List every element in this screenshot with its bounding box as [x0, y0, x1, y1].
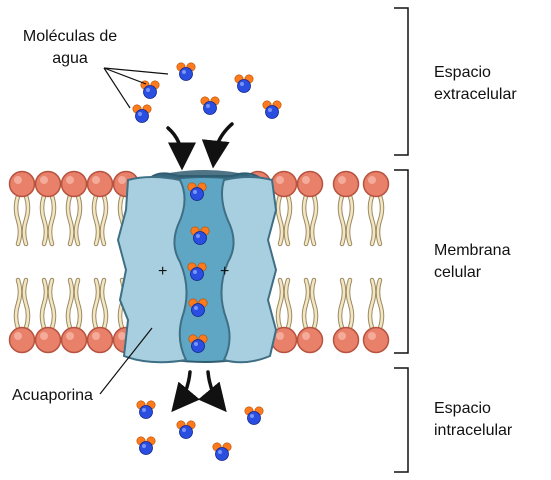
water-molecule-icon: [136, 436, 156, 455]
bracket-icon: [394, 7, 409, 156]
phospholipid-head: [34, 326, 62, 354]
water-molecule-icon: [212, 442, 232, 461]
phospholipid-head: [362, 326, 390, 354]
phospholipid-head: [60, 170, 88, 198]
phospholipid-head: [296, 170, 324, 198]
phospholipid-head: [8, 326, 36, 354]
phospholipid-head: [270, 170, 298, 198]
leader-lines: [99, 67, 169, 395]
water-molecule-icon: [262, 100, 282, 119]
extracellular-space-label: Espacio extracelular: [434, 64, 517, 103]
water-molecule-icon: [187, 262, 207, 281]
bracket-icon: [394, 367, 409, 473]
phospholipid-head: [8, 170, 36, 198]
aquaporin-label: Acuaporina: [12, 387, 93, 404]
water-molecule-icon: [188, 334, 208, 353]
charge-left: +: [158, 263, 167, 280]
phospholipid-head: [332, 170, 360, 198]
aquaporin-left-subunit: [116, 176, 188, 364]
charge-right: +: [220, 263, 229, 280]
brackets: [394, 7, 409, 473]
phospholipid-head: [34, 170, 62, 198]
bracket-icon: [394, 169, 409, 354]
water-molecule-icon: [188, 298, 208, 317]
phospholipid-head: [60, 326, 88, 354]
phospholipid-head: [86, 326, 114, 354]
phospholipid-head: [362, 170, 390, 198]
water-molecule-icon: [176, 420, 196, 439]
arrow-down-icon: [166, 126, 196, 171]
aquaporin-right-subunit: [220, 176, 278, 364]
water-molecule-icon: [176, 62, 196, 81]
arrow-down-icon: [201, 122, 234, 169]
water-molecule-icon: [200, 96, 220, 115]
phospholipid-head: [296, 326, 324, 354]
phospholipid-head: [332, 326, 360, 354]
water-molecules-label: Moléculas de agua: [22, 28, 118, 67]
water-molecules: [132, 62, 282, 461]
flow-arrows: [166, 122, 234, 413]
water-molecule-icon: [187, 182, 207, 201]
water-molecule-icon: [234, 74, 254, 93]
water-molecule-icon: [132, 104, 152, 123]
water-molecule-icon: [190, 226, 210, 245]
arrow-down-icon: [198, 370, 227, 413]
water-molecule-icon: [136, 400, 156, 419]
cell-membrane-label: Membrana celular: [434, 242, 511, 281]
arrow-down-icon: [171, 370, 200, 413]
phospholipid-head: [86, 170, 114, 198]
water-molecule-icon: [244, 406, 264, 425]
intracellular-space-label: Espacio intracelular: [434, 400, 513, 439]
